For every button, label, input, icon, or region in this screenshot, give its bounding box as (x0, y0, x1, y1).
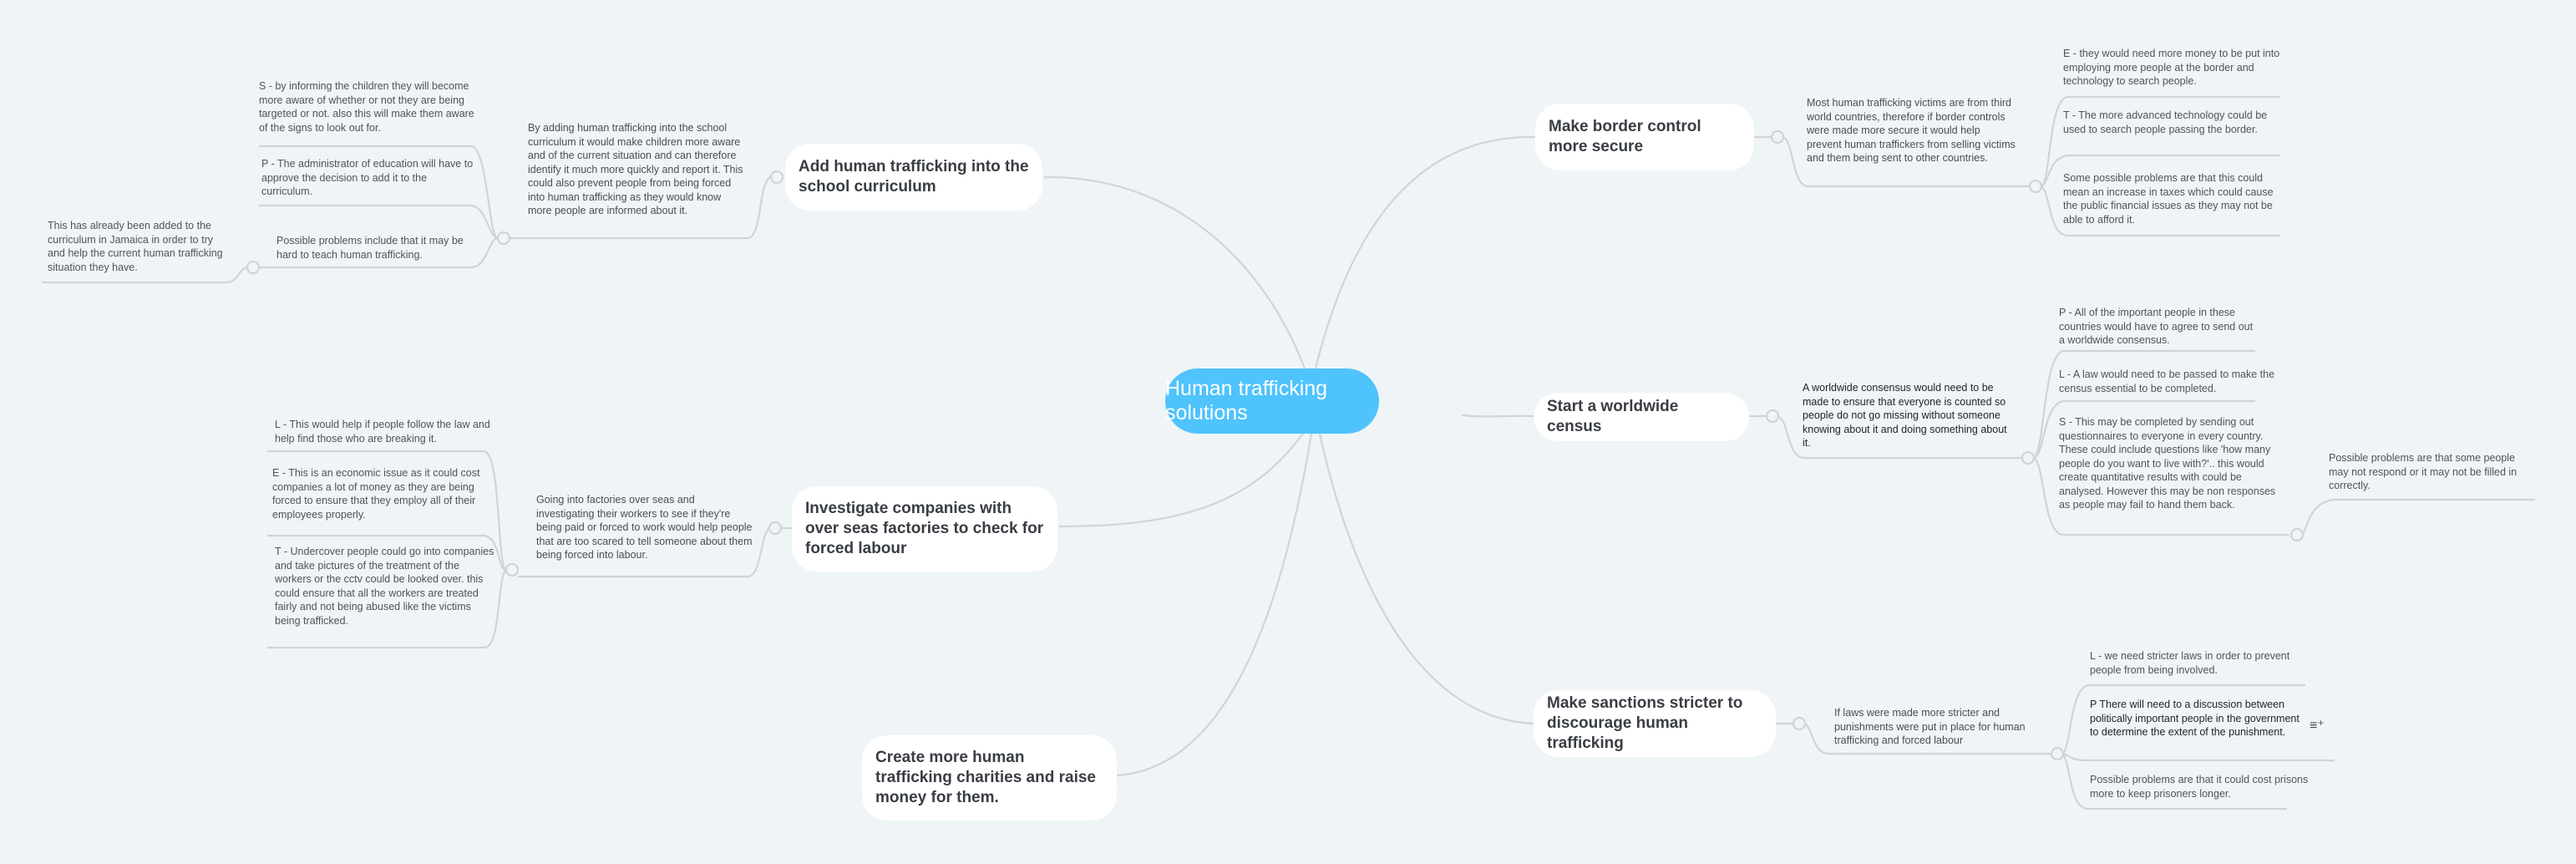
subtopic-sanctions-l[interactable]: L - we need stricter laws in order to pr… (2090, 650, 2290, 676)
subtopic-investigate-e[interactable]: E - This is an economic issue as it coul… (272, 467, 480, 521)
note-icon[interactable]: ≡⁺ (2310, 719, 2325, 733)
subtopic-census-s[interactable]: S - This may be completed by sending out… (2059, 416, 2276, 511)
topic-create-charities[interactable]: Create more human trafficking charities … (862, 735, 1117, 821)
subtopic-census-l[interactable]: L - A law would need to be passed to mak… (2059, 368, 2275, 394)
topic-label: Start a worldwide census (1547, 398, 1679, 435)
subtopic-curriculum-problems[interactable]: Possible problems include that it may be… (276, 235, 464, 261)
subtopic-border-t[interactable]: T - The more advanced technology could b… (2063, 109, 2268, 135)
subtopic-census-problems[interactable]: Possible problems are that some people m… (2329, 452, 2518, 491)
subtopic-investigate-l[interactable]: L - This would help if people follow the… (275, 419, 490, 445)
subtopic-census-p[interactable]: P - All of the important people in these… (2059, 307, 2254, 346)
subtopic-investigate-t[interactable]: T - Undercover people could go into comp… (275, 546, 494, 627)
topic-label: Add human trafficking into the school cu… (799, 158, 1029, 196)
subtopic-curriculum-p[interactable]: P - The administrator of education will … (261, 158, 474, 197)
subtopic-border-e[interactable]: E - they would need more money to be put… (2063, 48, 2280, 87)
subtopic-sanctions-problems[interactable]: Possible problems are that it could cost… (2090, 774, 2309, 800)
subtopic-investigate-detail[interactable]: Going into factories over seas and inves… (536, 494, 753, 561)
subtopic-census-detail[interactable]: A worldwide consensus would need to be m… (1803, 382, 2007, 449)
subtopic-sanctions-detail[interactable]: If laws were made more stricter and puni… (1834, 707, 2026, 746)
topic-label: Make sanctions stricter to discourage hu… (1547, 694, 1743, 752)
topic-label: Create more human trafficking charities … (875, 749, 1096, 806)
central-topic[interactable]: Human trafficking solutions (1165, 368, 1379, 434)
topic-investigate-companies[interactable]: Investigate companies with over seas fac… (792, 486, 1057, 572)
topic-stricter-sanctions[interactable]: Make sanctions stricter to discourage hu… (1534, 690, 1776, 757)
subtopic-sanctions-p[interactable]: P There will need to a discussion betwee… (2090, 699, 2300, 738)
topic-school-curriculum[interactable]: Add human trafficking into the school cu… (785, 144, 1042, 211)
topic-label: Investigate companies with over seas fac… (805, 500, 1044, 557)
topic-worldwide-census[interactable]: Start a worldwide census (1534, 393, 1749, 441)
central-topic-label: Human trafficking solutions (1165, 377, 1328, 424)
subtopic-curriculum-jamaica[interactable]: This has already been added to the curri… (48, 220, 223, 273)
topic-label: Make border control more secure (1549, 118, 1701, 155)
topic-border-control[interactable]: Make border control more secure (1535, 104, 1754, 170)
subtopic-curriculum-s[interactable]: S - by informing the children they will … (259, 80, 474, 134)
subtopic-curriculum-detail[interactable]: By adding human trafficking into the sch… (528, 122, 743, 216)
subtopic-border-detail[interactable]: Most human trafficking victims are from … (1807, 97, 2016, 164)
subtopic-border-problems[interactable]: Some possible problems are that this cou… (2063, 172, 2274, 226)
